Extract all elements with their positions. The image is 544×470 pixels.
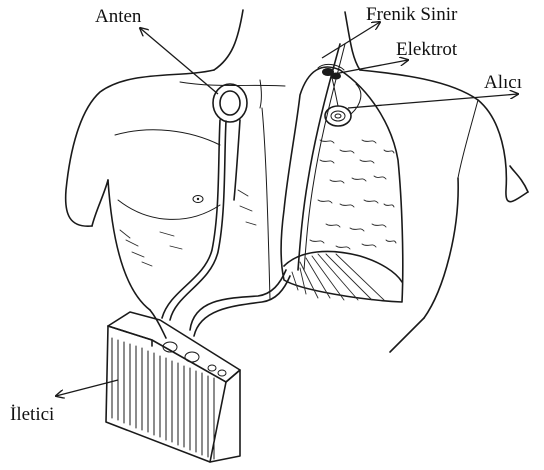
antenna-callout-arrow (140, 28, 218, 94)
transmitter-cable (190, 270, 290, 336)
receiver-callout-arrow (348, 94, 518, 108)
electrode-label: Elektrot (396, 39, 458, 60)
transmitter-label: İletici (10, 404, 54, 425)
transmitter-callout-arrow (56, 380, 118, 396)
torso-outline (66, 10, 528, 352)
antenna-label: Anten (95, 6, 142, 27)
antenna-cable (162, 120, 240, 320)
transmitter (106, 312, 240, 462)
phrenic-callout-arrow (322, 22, 380, 58)
receiver-label: Alıcı (484, 72, 522, 93)
lung-cavity (281, 67, 403, 302)
diaphragm-fibers (292, 254, 384, 300)
lung-texture (310, 140, 396, 249)
phrenic-nerve-label: Frenik Sinir (366, 4, 458, 25)
antenna (213, 84, 247, 122)
